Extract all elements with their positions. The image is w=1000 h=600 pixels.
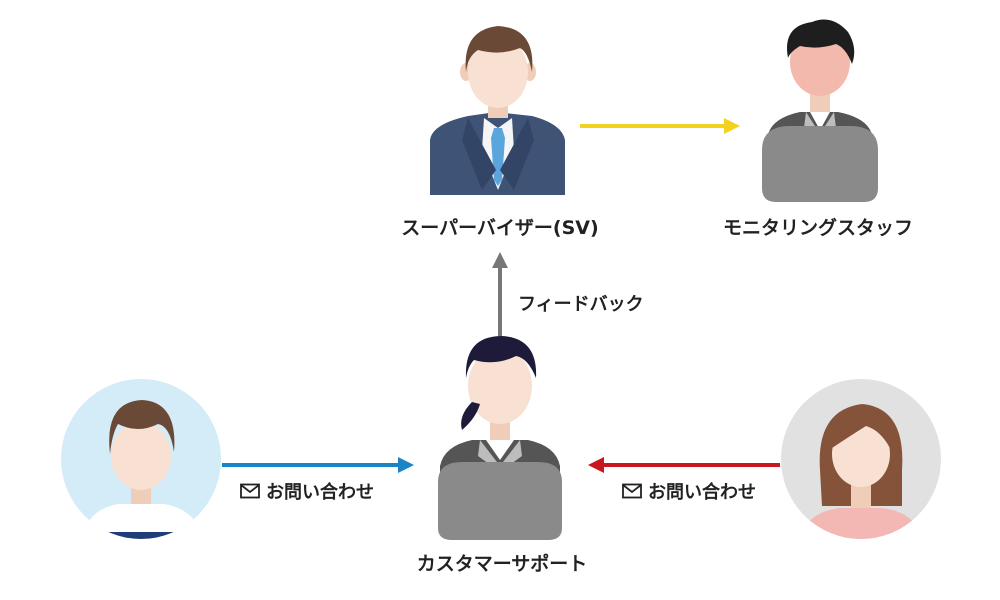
monitoring-staff-label: モニタリングスタッフ [722, 217, 914, 239]
left-inquiry-text: お問い合わせ [266, 482, 374, 503]
right-inquiry-text: お問い合わせ [648, 482, 756, 503]
customer-support-label: カスタマーサポート [416, 553, 588, 575]
feedback-label: フィードバック [518, 290, 644, 316]
right-inquiry-label: お問い合わせ [622, 478, 756, 504]
customer-support-figure [438, 336, 562, 540]
feedback-text: フィードバック [518, 294, 644, 315]
arrow-feedback [492, 252, 508, 336]
mail-icon [622, 483, 642, 499]
supervisor-label: スーパーバイザー(SV) [401, 217, 599, 239]
arrow-sv-to-monitoring [580, 118, 740, 134]
customer-right-figure [781, 379, 941, 539]
mail-icon [240, 483, 260, 499]
monitoring-staff-figure [762, 19, 878, 202]
left-inquiry-label: お問い合わせ [240, 478, 374, 504]
arrow-left-inquiry [222, 457, 414, 473]
customer-left-figure [61, 379, 221, 539]
supervisor-figure [430, 26, 565, 195]
arrow-right-inquiry [588, 457, 780, 473]
